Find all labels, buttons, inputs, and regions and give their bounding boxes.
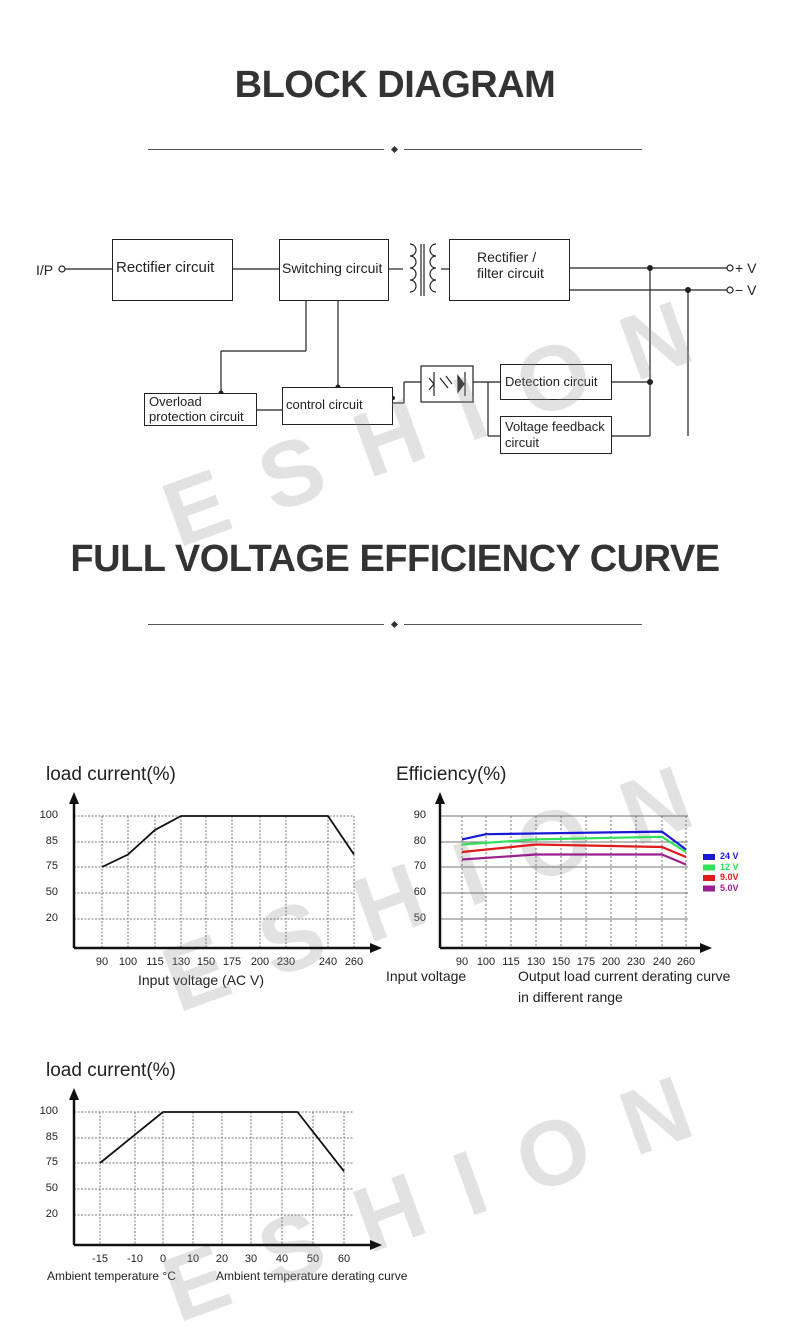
x-tick-label: 260	[676, 956, 696, 968]
legend-label: 9.0V	[720, 872, 739, 882]
legend-swatch	[703, 885, 715, 892]
heading-divider	[148, 145, 642, 154]
series-line-3	[461, 843, 687, 859]
series-line-1	[461, 830, 687, 851]
switching-circuit-block: Switching circuit	[279, 239, 389, 301]
x-tick-label: 150	[551, 956, 571, 968]
x-tick-label: -10	[127, 1253, 143, 1265]
legend-label: 24 V	[720, 851, 739, 861]
y-tick-label: 50	[45, 1182, 58, 1194]
series-line-1	[101, 815, 355, 868]
y-tick-label: 70	[413, 860, 426, 872]
y-tick-label: 90	[413, 809, 426, 821]
output-positive-label: + V	[735, 260, 757, 276]
series-line-2	[461, 835, 687, 853]
y-tick-label: 20	[45, 1208, 58, 1220]
x-tick-label: 40	[275, 1253, 289, 1265]
y-tick-label: 20	[45, 912, 58, 924]
x-tick-label: 10	[186, 1253, 200, 1265]
rectifier-filter-block: Rectifier /filter circuit	[449, 239, 570, 301]
y-tick-label: 85	[45, 1131, 58, 1143]
x-tick-label: 50	[306, 1253, 320, 1265]
chart3-title: load current(%)	[46, 1060, 176, 1081]
x-tick-label: 175	[576, 956, 596, 968]
x-tick-label: 150	[196, 956, 216, 968]
x-tick-label: 30	[244, 1253, 258, 1265]
x-tick-label: 115	[146, 956, 164, 968]
x-tick-label: 60	[337, 1253, 351, 1265]
y-tick-label: 75	[45, 860, 58, 872]
y-tick-label: 50	[45, 886, 58, 898]
input-label: I/P	[36, 262, 54, 278]
y-tick-label: 60	[413, 886, 426, 898]
y-tick-label: 100	[39, 809, 58, 821]
efficiency-curve-heading: FULL VOLTAGE EFFICIENCY CURVE	[70, 538, 720, 580]
series-line-1	[99, 1111, 345, 1172]
y-axis-arrow	[435, 792, 445, 804]
x-tick-label: 90	[455, 956, 469, 968]
x-tick-label: 175	[222, 956, 242, 968]
x-tick-label: 0	[159, 1253, 167, 1265]
legend-swatch	[703, 875, 715, 881]
derating-caption-line2: in different range	[518, 989, 623, 1005]
rectifier-circuit-block: Rectifier circuit	[112, 239, 233, 301]
y-tick-label: 50	[413, 912, 426, 924]
x-tick-label: 130	[171, 956, 191, 968]
y-axis-arrow	[69, 1088, 79, 1100]
legend-label: 12 V	[720, 861, 739, 872]
x-tick-label: 240	[652, 956, 672, 968]
output-negative-label: − V	[735, 282, 757, 298]
series-line-4	[461, 853, 687, 866]
chart1-title: load current(%)	[46, 764, 176, 785]
control-circuit-block: control circuit	[282, 387, 393, 425]
ambient-temp-label: Ambient temperature °C	[47, 1269, 176, 1283]
x-tick-label: 260	[344, 956, 364, 968]
x-tick-label: 130	[526, 956, 546, 968]
legend-swatch	[703, 854, 715, 860]
x-tick-label: 90	[95, 956, 109, 968]
y-tick-label: 80	[413, 835, 426, 847]
x-tick-label: 240	[318, 956, 338, 968]
chart2-title: Efficiency(%)	[396, 764, 507, 785]
legend-label: 5.0V	[720, 882, 739, 893]
heading-divider	[148, 620, 642, 629]
x-tick-label: 230	[626, 956, 646, 968]
x-tick-label: 230	[276, 956, 296, 968]
x-tick-label: 200	[601, 956, 621, 968]
y-tick-label: 75	[45, 1156, 58, 1168]
detection-circuit-block: Detection circuit	[500, 364, 612, 400]
x-tick-label: 115	[502, 956, 520, 968]
x-tick-label: 100	[118, 956, 138, 968]
x-axis-arrow	[370, 943, 382, 953]
y-tick-label: 100	[39, 1105, 58, 1117]
block-diagram-heading: BLOCK DIAGRAM	[234, 64, 556, 106]
x-tick-label: 20	[215, 1253, 229, 1265]
legend-swatch	[703, 864, 715, 871]
x-tick-label: 200	[250, 956, 270, 968]
ambient-derating-caption: Ambient temperature derating curve	[216, 1269, 408, 1283]
chart1-xlabel: Input voltage (AC V)	[138, 972, 265, 988]
y-tick-label: 85	[45, 835, 58, 847]
x-tick-label: -15	[92, 1253, 108, 1265]
x-axis-arrow	[370, 1240, 382, 1250]
x-axis-arrow	[700, 943, 712, 953]
x-tick-label: 100	[476, 956, 496, 968]
chart2-xlabel: Input voltage	[386, 968, 467, 984]
y-axis-arrow	[69, 792, 79, 804]
derating-caption-line1: Output load current derating curve	[518, 968, 731, 984]
